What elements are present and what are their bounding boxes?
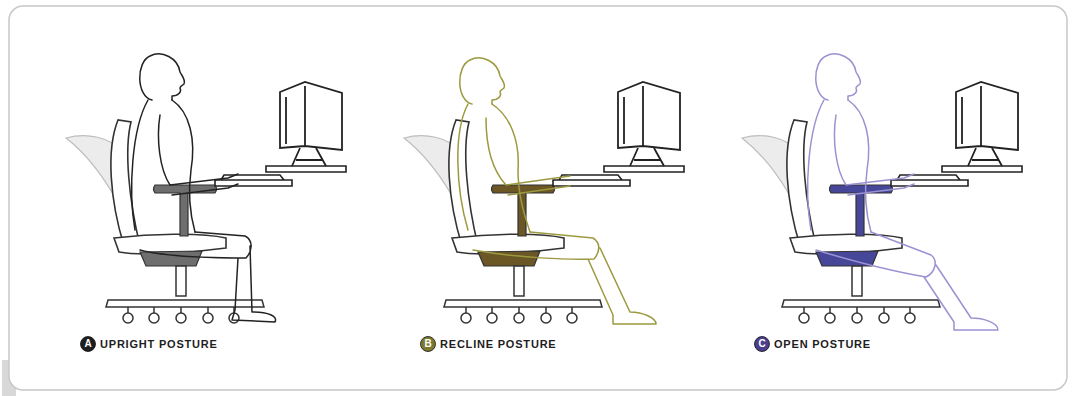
person-torso [808,100,871,232]
posture-label: RECLINE POSTURE [440,337,557,351]
callout-letter: C [754,336,770,352]
callout-circle-shape [421,337,436,352]
seated-person [458,58,656,324]
callout-letter: B [420,336,436,352]
callout-circle: C [754,336,770,352]
person-torso [458,104,530,232]
upright-scene [66,54,346,323]
seated-person [808,54,998,330]
callout-circle: A [80,336,96,352]
open-scene [742,54,1022,330]
recline-scene [404,58,684,324]
panel-frame [9,6,1067,390]
person-arm [486,118,570,195]
person-arm [158,115,238,195]
office-chair [742,120,940,323]
posture-label: OPEN POSTURE [774,337,871,351]
office-chair [66,120,264,323]
posture-label: UPRIGHT POSTURE [100,337,218,351]
office-chair [404,120,602,323]
person-head [816,54,861,100]
callout-circle-shape [81,337,96,352]
workstation [215,82,346,186]
person-head [460,58,505,104]
person-leg [816,232,998,330]
workstation [891,82,1022,186]
person-arm [834,115,914,195]
callout-circle: B [420,336,436,352]
callout-circle-shape [755,337,770,352]
person-leg [140,232,276,322]
callout-letter: A [80,336,96,352]
person-torso [132,100,195,232]
person-leg [473,232,656,324]
seated-person [132,54,276,322]
workstation [553,82,684,186]
person-head [140,54,185,100]
